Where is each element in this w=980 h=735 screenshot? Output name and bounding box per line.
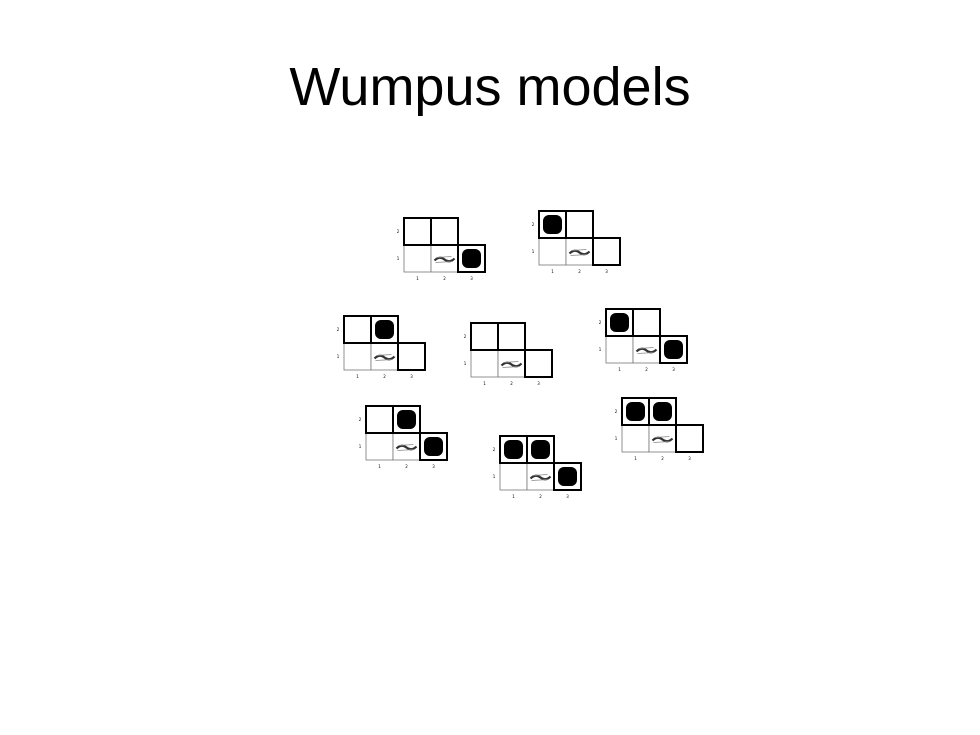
frontier-square [592,237,621,266]
row-label: 1 [615,436,618,441]
col-label: 2 [645,367,648,372]
col-label: 2 [383,374,386,379]
row-label: 2 [337,327,340,332]
pit-icon [531,440,550,459]
pit-icon [610,313,629,332]
col-label: 3 [688,456,691,461]
breeze-icon [635,347,658,354]
frontier-square [565,210,594,239]
row-label: 2 [397,229,400,234]
visited-square [470,349,499,378]
breeze-icon [651,436,674,443]
col-label: 1 [416,276,419,281]
breeze-icon [529,474,552,481]
frontier-square [675,424,704,453]
visited-square [499,462,528,491]
row-label: 2 [599,320,602,325]
row-label: 1 [532,249,535,254]
pit-icon [424,437,443,456]
breeze-icon [500,361,523,368]
pit-icon [543,215,562,234]
col-label: 2 [539,494,542,499]
visited-square [605,335,634,364]
col-label: 2 [510,381,513,386]
frontier-square [632,308,661,337]
visited-square [343,342,372,371]
row-label: 1 [337,354,340,359]
pit-icon [626,402,645,421]
pit-icon [558,467,577,486]
pit-icon [397,410,416,429]
model-3: 2 1 1 2 3 [337,315,426,379]
col-label: 2 [661,456,664,461]
col-label: 1 [378,464,381,469]
model-8: 2 1 1 2 3 [615,397,704,461]
model-4: 2 1 1 2 3 [464,322,553,386]
model-7: 2 1 1 2 3 [493,435,582,499]
col-label: 2 [405,464,408,469]
frontier-square [397,342,426,371]
col-label: 3 [470,276,473,281]
frontier-square [524,349,553,378]
frontier-square [365,405,394,434]
col-label: 1 [634,456,637,461]
row-label: 2 [464,334,467,339]
col-label: 3 [537,381,540,386]
frontier-square [343,315,372,344]
frontier-square [497,322,526,351]
breeze-icon [568,249,591,256]
model-1: 2 1 1 2 3 [397,217,486,281]
col-label: 3 [432,464,435,469]
model-2: 2 1 1 2 3 [532,210,621,274]
col-label: 2 [443,276,446,281]
col-label: 3 [410,374,413,379]
col-label: 1 [551,269,554,274]
visited-square [403,244,432,273]
frontier-square [470,322,499,351]
pit-icon [504,440,523,459]
row-label: 1 [493,474,496,479]
col-label: 3 [566,494,569,499]
row-label: 2 [532,222,535,227]
model-6: 2 1 1 2 3 [359,405,448,469]
breeze-icon [433,256,456,263]
col-label: 3 [672,367,675,372]
col-label: 1 [618,367,621,372]
visited-square [621,424,650,453]
col-label: 1 [356,374,359,379]
row-label: 1 [464,361,467,366]
slide-title: Wumpus models [289,57,691,117]
row-label: 2 [359,417,362,422]
breeze-icon [373,354,396,361]
col-label: 2 [578,269,581,274]
row-label: 1 [359,444,362,449]
col-label: 3 [605,269,608,274]
model-5: 2 1 1 2 3 [599,308,688,372]
row-label: 1 [599,347,602,352]
frontier-square [430,217,459,246]
pit-icon [375,320,394,339]
col-label: 1 [512,494,515,499]
pit-icon [664,340,683,359]
pit-icon [462,249,481,268]
frontier-square [403,217,432,246]
row-label: 2 [493,447,496,452]
visited-square [538,237,567,266]
breeze-icon [395,444,418,451]
visited-square [365,432,394,461]
col-label: 1 [483,381,486,386]
row-label: 1 [397,256,400,261]
row-label: 2 [615,409,618,414]
pit-icon [653,402,672,421]
